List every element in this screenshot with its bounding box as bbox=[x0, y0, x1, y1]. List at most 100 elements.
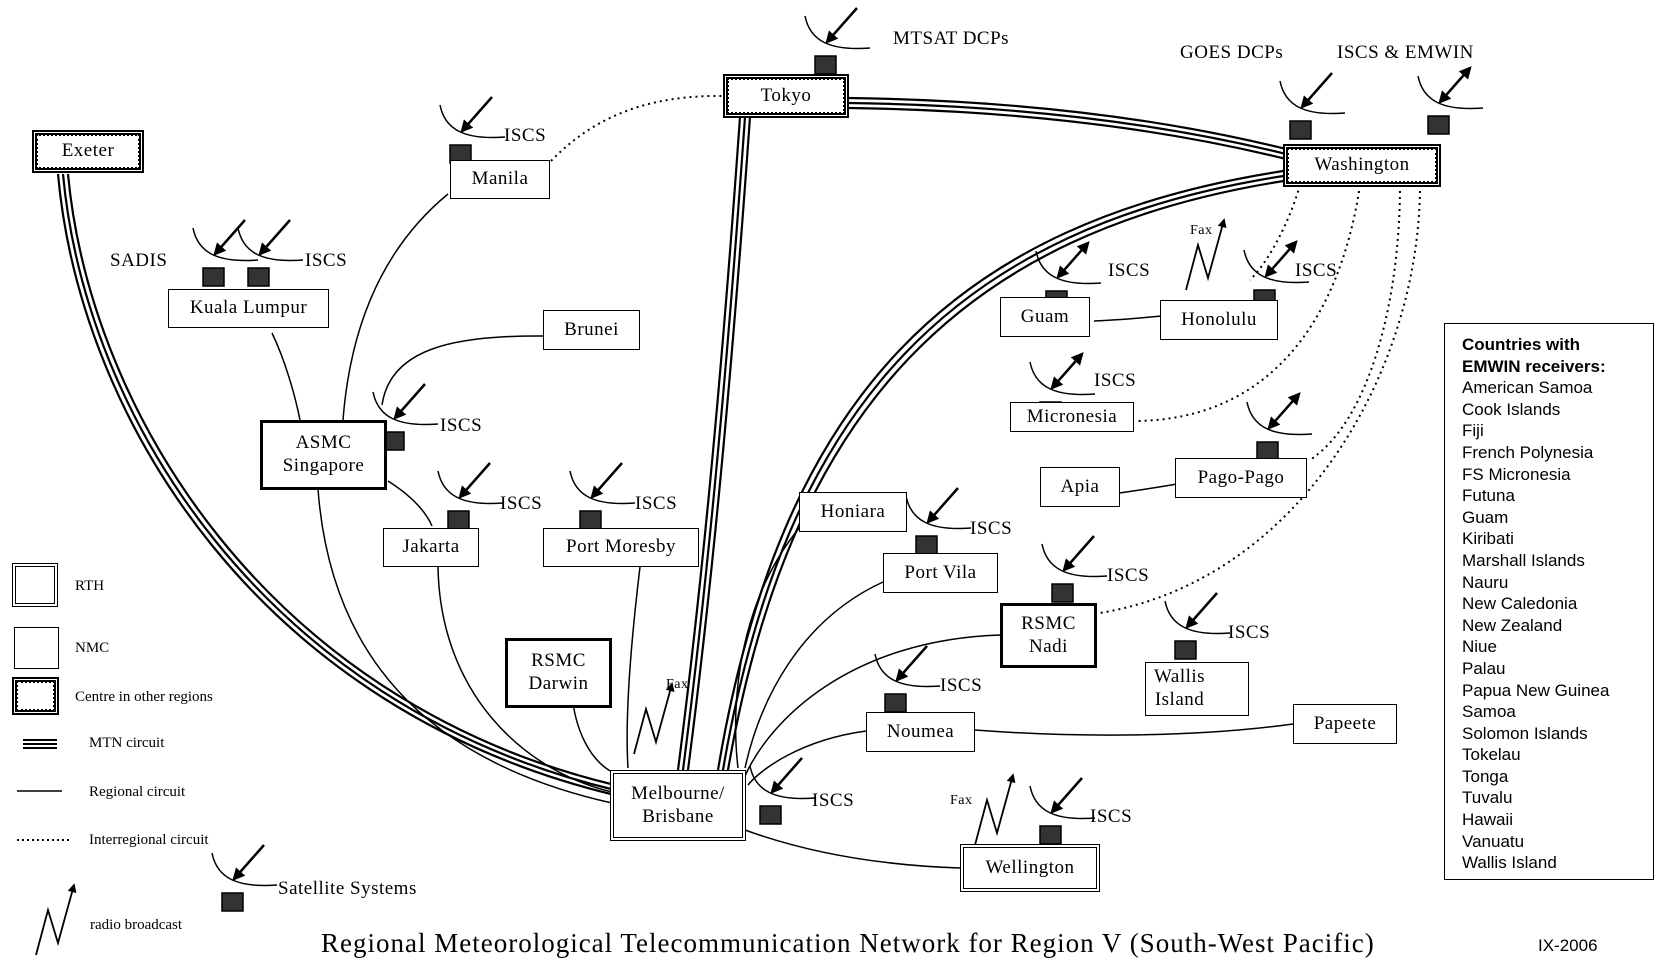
label-iscs-jakarta: ISCS bbox=[500, 493, 543, 514]
node-rsmc-darwin: RSMC Darwin bbox=[505, 638, 612, 708]
label-fax-honolulu: Fax bbox=[1190, 223, 1213, 238]
node-manila: Manila bbox=[450, 160, 550, 199]
mtn-tokyo-melbourne bbox=[676, 116, 752, 771]
label-iscs-wellington: ISCS bbox=[1090, 806, 1133, 827]
node-noumea: Noumea bbox=[866, 712, 975, 752]
mtn-washington-melbourne bbox=[716, 168, 1291, 771]
node-pago-pago: Pago-Pago bbox=[1175, 458, 1307, 498]
label-iscs-singapore: ISCS bbox=[440, 415, 483, 436]
regional-circuits bbox=[271, 193, 1294, 869]
node-wellington: Wellington bbox=[960, 844, 1100, 892]
legend-mtn-label: MTN circuit bbox=[89, 735, 165, 751]
satellite-dish-icon bbox=[749, 757, 816, 825]
node-melbourne-brisbane: Melbourne/ Brisbane bbox=[610, 770, 746, 841]
label-iscs-honolulu: ISCS bbox=[1295, 260, 1338, 281]
country-item: Tuvalu bbox=[1462, 788, 1513, 808]
node-jakarta: Jakarta bbox=[383, 528, 479, 567]
node-asmc-singapore: ASMC Singapore bbox=[260, 420, 387, 490]
satellite-dish-icon bbox=[1164, 592, 1231, 660]
country-item: French Polynesia bbox=[1462, 442, 1594, 462]
label-iscs-melbourne: ISCS bbox=[812, 790, 855, 811]
country-item: Tokelau bbox=[1462, 745, 1521, 765]
node-exeter: Exeter bbox=[32, 130, 144, 173]
node-brunei: Brunei bbox=[543, 310, 640, 350]
node-honolulu: Honolulu bbox=[1160, 300, 1278, 340]
satellite-dish-icon bbox=[1279, 72, 1346, 140]
legend-interregional-label: Interregional circuit bbox=[89, 832, 209, 848]
node-wallis-island: Wallis Island bbox=[1145, 662, 1249, 716]
node-tokyo: Tokyo bbox=[723, 74, 849, 118]
satellite-dish-icon bbox=[211, 844, 278, 912]
legend-satellite-label: Satellite Systems bbox=[278, 878, 417, 899]
label-iscs-guam: ISCS bbox=[1108, 260, 1151, 281]
satellite-dish-icon bbox=[237, 219, 304, 287]
country-item: Kiribati bbox=[1462, 529, 1514, 549]
legend-radio-label: radio broadcast bbox=[90, 917, 183, 933]
node-port-vila: Port Vila bbox=[883, 553, 998, 593]
node-rsmc-nadi: RSMC Nadi bbox=[1000, 603, 1097, 668]
country-item: Palau bbox=[1462, 658, 1506, 678]
country-item: Wallis Island bbox=[1462, 853, 1557, 873]
country-item: American Samoa bbox=[1462, 378, 1593, 398]
legend-other-symbol bbox=[12, 677, 59, 715]
node-micronesia: Micronesia bbox=[1010, 402, 1134, 432]
legend-regional-label: Regional circuit bbox=[89, 784, 186, 800]
country-item: Hawaii bbox=[1462, 810, 1514, 830]
node-port-moresby: Port Moresby bbox=[543, 528, 699, 567]
satellite-dish-icon bbox=[192, 219, 259, 287]
emwin-countries-panel: Countries with EMWIN receivers: American… bbox=[1444, 323, 1654, 880]
node-kuala-lumpur: Kuala Lumpur bbox=[168, 289, 329, 328]
label-iscs-noumea: ISCS bbox=[940, 675, 983, 696]
legend-rth-symbol bbox=[12, 563, 58, 607]
satellite-dish-icon bbox=[874, 645, 941, 713]
mtn-circuits bbox=[56, 96, 1291, 797]
legend-other-label: Centre in other regions bbox=[75, 689, 213, 705]
satellite-dish-icon bbox=[569, 462, 636, 530]
label-iscs-manila: ISCS bbox=[504, 125, 547, 146]
satellite-dish-icon bbox=[1417, 66, 1484, 135]
diagram-title: Regional Meteorological Telecommunicatio… bbox=[321, 928, 1375, 958]
country-item: Tonga bbox=[1462, 766, 1509, 786]
label-mtsat-dcps: MTSAT DCPs bbox=[893, 28, 1010, 49]
country-item: Niue bbox=[1462, 637, 1497, 657]
label-fax-wellington: Fax bbox=[950, 793, 973, 808]
label-iscs-emwin: ISCS & EMWIN bbox=[1337, 42, 1474, 63]
node-papeete: Papeete bbox=[1293, 704, 1397, 744]
country-item: Futuna bbox=[1462, 486, 1515, 506]
emwin-countries-heading: Countries with EMWIN receivers: bbox=[1462, 335, 1606, 376]
radio-broadcast-icon bbox=[633, 682, 675, 755]
label-iscs-nadi: ISCS bbox=[1107, 565, 1150, 586]
country-item: Vanuatu bbox=[1462, 831, 1525, 851]
satellite-dish-icon bbox=[804, 7, 871, 75]
radio-broadcasts bbox=[35, 218, 1227, 956]
country-item: Marshall Islands bbox=[1462, 550, 1585, 570]
legend-nmc-symbol bbox=[14, 627, 59, 669]
country-item: Cook Islands bbox=[1462, 399, 1561, 419]
label-iscs-port-moresby: ISCS bbox=[635, 493, 678, 514]
label-iscs-port-vila: ISCS bbox=[970, 518, 1013, 539]
country-item: Guam bbox=[1462, 507, 1509, 527]
satellite-dish-icon bbox=[437, 462, 504, 530]
satellite-dish-icon bbox=[905, 487, 972, 555]
country-item: FS Micronesia bbox=[1462, 464, 1571, 484]
country-item: Samoa bbox=[1462, 702, 1516, 722]
mtn-exeter-melbourne bbox=[56, 173, 616, 797]
radio-broadcast-icon bbox=[1185, 218, 1227, 291]
mtn-tokyo-washington bbox=[847, 96, 1291, 162]
label-iscs-wallis: ISCS bbox=[1228, 622, 1271, 643]
country-item: New Zealand bbox=[1462, 615, 1563, 635]
country-item: Nauru bbox=[1462, 572, 1509, 592]
node-guam: Guam bbox=[1000, 297, 1090, 337]
country-item: New Caledonia bbox=[1462, 594, 1578, 614]
radio-broadcast-icon bbox=[974, 773, 1016, 846]
label-sadis: SADIS bbox=[110, 250, 168, 271]
label-goes-dcps: GOES DCPs bbox=[1180, 42, 1284, 63]
satellite-dish-icon bbox=[439, 96, 506, 164]
legend-rth-label: RTH bbox=[75, 578, 105, 594]
node-washington: Washington bbox=[1283, 144, 1441, 187]
date-stamp: IX-2006 bbox=[1538, 936, 1598, 955]
satellite-dish-icon bbox=[1041, 535, 1108, 603]
radio-broadcast-icon bbox=[35, 883, 77, 956]
label-iscs-kl: ISCS bbox=[305, 250, 348, 271]
